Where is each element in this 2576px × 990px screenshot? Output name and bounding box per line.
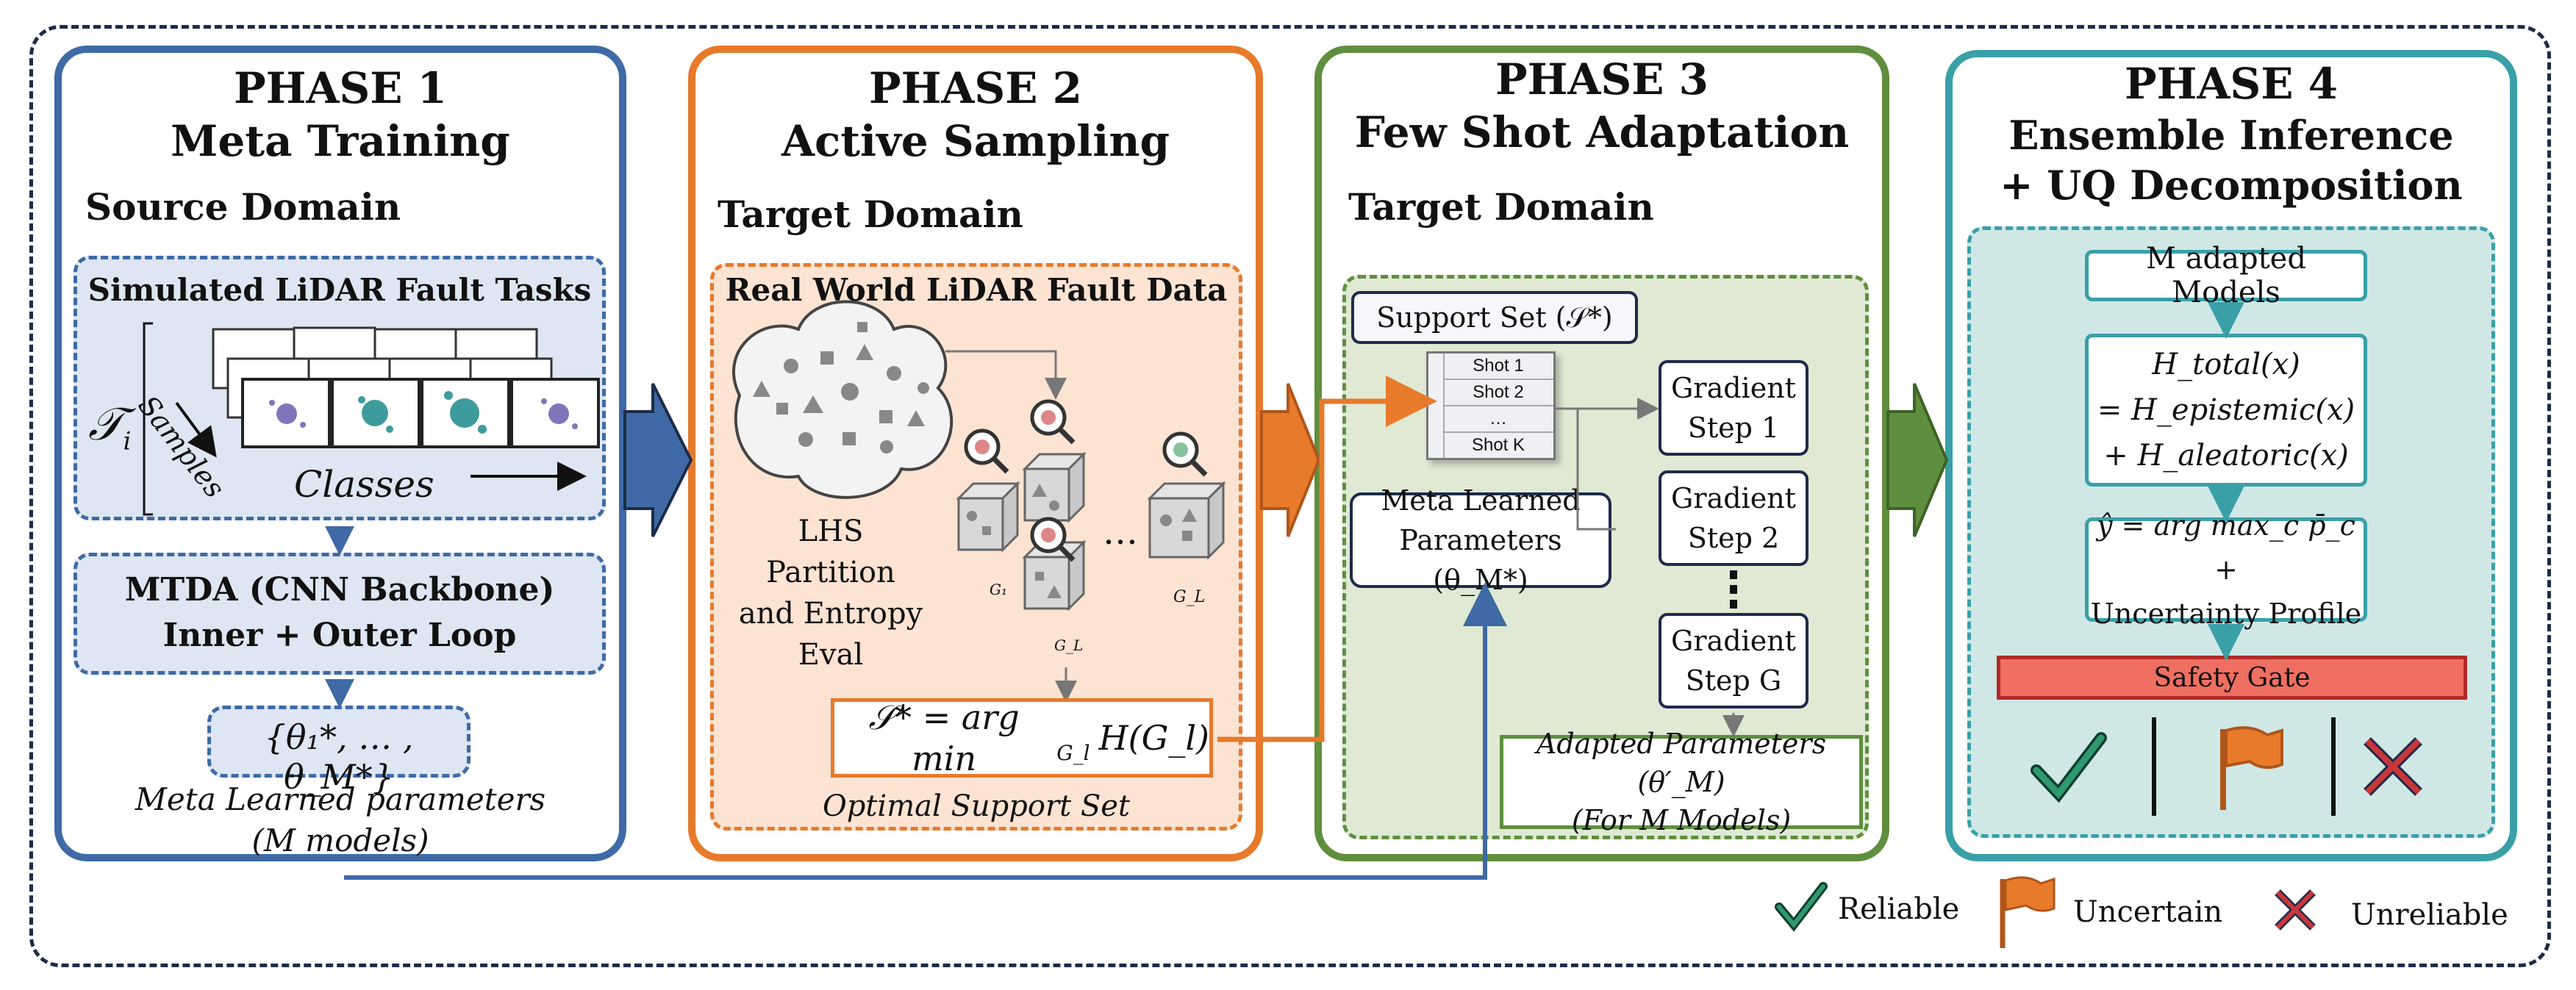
argmin-lhs: 𝒮* = arg min <box>868 697 1020 778</box>
phase1-domain: Source Domain <box>85 185 401 229</box>
legend-unreliable: Unreliable <box>2351 898 2508 932</box>
arrow-phase2-to-3 <box>1260 383 1321 537</box>
meta-params-set-box <box>207 706 471 778</box>
arrow-phase1-to-2 <box>623 383 693 537</box>
phase1-number: PHASE 1 <box>233 63 448 113</box>
argmin-rhs: H(G_l) <box>1098 718 1209 758</box>
meta-learned-params-box: Meta Learned Parameters (θ_M*) <box>1350 484 1611 596</box>
phase1-title: PHASE 1 Meta Training <box>54 62 626 168</box>
phase2-title: PHASE 2 Active Sampling <box>688 62 1263 168</box>
shot-row: Shot 1 <box>1443 354 1553 380</box>
cell-label-gl: G_L <box>1054 636 1084 654</box>
cells-ellipsis: … <box>1103 512 1138 553</box>
phase4-name-line2: + UQ Decomposition <box>2000 162 2463 209</box>
cross-icon <box>2364 737 2422 796</box>
phase2-number: PHASE 2 <box>868 63 1083 113</box>
adapted-params-box: Adapted Parameters (θ′_M) (For M Models) <box>1500 728 1863 836</box>
outer-frame <box>29 25 2551 967</box>
argmin-formula-box: 𝒮* = arg min G_l H(G_l) <box>831 697 1213 778</box>
task-sample-grid <box>143 322 600 516</box>
lhs-partition-label: LHS Partition and Entropy Eval <box>738 514 923 672</box>
cell-label-g1: G₁ <box>990 581 1007 598</box>
phase2-domain: Target Domain <box>718 193 1023 236</box>
prediction-box: ŷ = arg max_c p̄_c + Uncertainty Profile <box>2085 509 2367 630</box>
check-icon <box>2031 732 2107 803</box>
shot-row: Shot K <box>1471 435 1525 455</box>
real-world-data-title: Real World LiDAR Fault Data <box>725 272 1228 308</box>
legend-reliable: Reliable <box>1838 892 1960 926</box>
entropy-decomposition-box: H_total(x) = H_epistemic(x) + H_aleatori… <box>2085 334 2367 487</box>
argmin-sub: G_l <box>1056 740 1090 765</box>
phase4-name-line1: Ensemble Inference <box>2008 112 2454 159</box>
phase4-number: PHASE 4 <box>2124 59 2339 109</box>
optimal-support-caption: Optimal Support Set <box>822 789 1131 823</box>
phase1-name: Meta Training <box>171 116 510 166</box>
phase3-name: Few Shot Adaptation <box>1354 107 1850 157</box>
partition-cells <box>956 451 1226 611</box>
mtda-backbone-label: MTDA (CNN Backbone) Inner + Outer Loop <box>124 571 555 654</box>
arrow-phase3-to-4 <box>1886 383 1949 537</box>
sample-thumbnails <box>212 326 600 448</box>
phase3-domain: Target Domain <box>1348 185 1654 229</box>
cell-label-gl-right: G_L <box>1173 588 1206 606</box>
phase3-number: PHASE 3 <box>1495 54 1709 104</box>
legend-cross-icon <box>2275 889 2316 930</box>
gradient-step-g: Gradient Step G <box>1659 613 1808 709</box>
legend-flag-icon <box>2000 876 2056 948</box>
meta-params-set: {θ₁*, … , θ_M*} <box>264 717 414 797</box>
meta-params-caption: Meta Learned parameters (M models) <box>135 781 546 858</box>
data-cloud <box>732 300 954 499</box>
lhs-partition-diagram <box>732 300 1226 703</box>
shot-table: Shot 1 Shot 2 … Shot K <box>1426 351 1556 460</box>
phase2-name: Active Sampling <box>781 116 1170 166</box>
magnifier-icons <box>964 399 1208 562</box>
phase4-title: PHASE 4 Ensemble Inference + UQ Decompos… <box>1945 57 2517 210</box>
flag-icon <box>2220 726 2283 810</box>
gradient-step-1: Gradient Step 1 <box>1659 360 1808 456</box>
classes-label: Classes <box>294 463 434 506</box>
legend-check-icon <box>1775 882 1828 932</box>
phase3-title: PHASE 3 Few Shot Adaptation <box>1314 53 1889 159</box>
support-set-label: Support Set (𝒮*) <box>1351 291 1638 344</box>
simulated-tasks-title: Simulated LiDAR Fault Tasks <box>87 272 592 308</box>
gradient-step-2: Gradient Step 2 <box>1659 470 1808 566</box>
legend-uncertain: Uncertain <box>2073 895 2223 929</box>
shot-row: … <box>1443 406 1553 433</box>
task-symbol: 𝒯i <box>88 397 132 456</box>
shot-row: Shot 2 <box>1443 380 1553 406</box>
